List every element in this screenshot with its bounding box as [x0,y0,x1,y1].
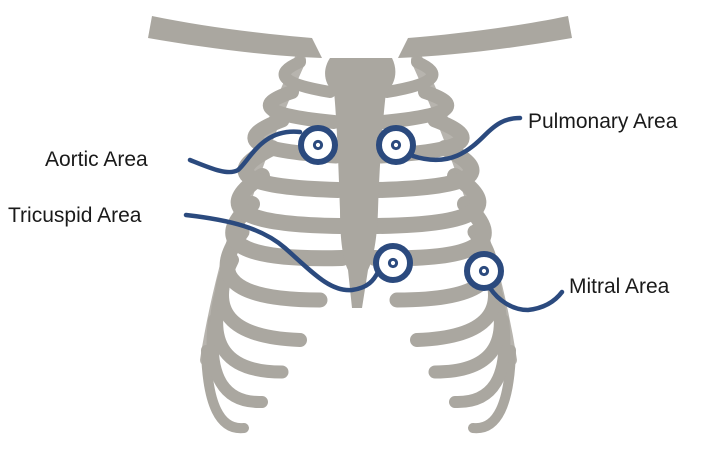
mitral-area-label: Mitral Area [569,275,670,298]
left-clavicle [148,16,322,58]
rib-cage [148,16,572,428]
left-rib-1 [285,62,330,92]
tricuspid-area-label: Tricuspid Area [8,204,142,227]
pulmonary-area-label: Pulmonary Area [528,110,678,133]
right-clavicle [398,16,572,58]
aortic-area-label: Aortic Area [45,148,148,171]
mitral-area-marker [467,254,562,310]
